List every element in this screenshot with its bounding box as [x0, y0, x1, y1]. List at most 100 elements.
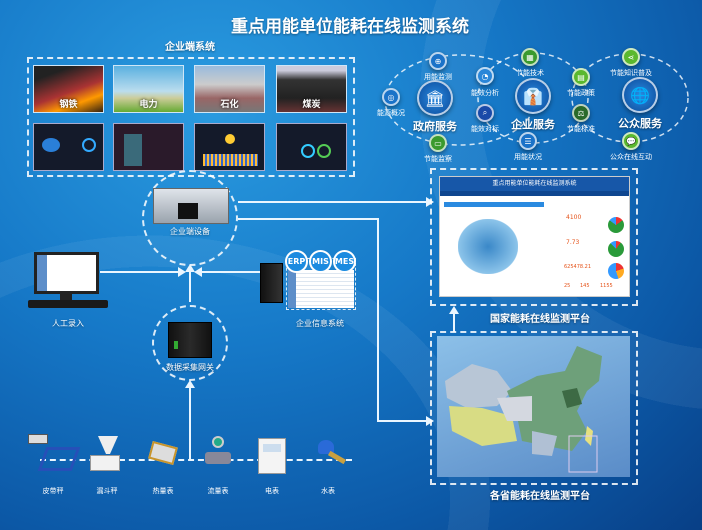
manual-input-label: 人工录入 — [52, 319, 84, 328]
industry-label: 电力 — [139, 100, 158, 110]
government-service-icon[interactable]: 🏛 — [417, 80, 453, 116]
keyboard-icon — [28, 300, 108, 308]
service-item-label: 节能监察 — [424, 155, 452, 163]
service-item-label: 节能技术 — [516, 69, 544, 77]
service-item-label: 用能状况 — [514, 153, 542, 161]
industry-label: 石化 — [220, 100, 239, 110]
connector-line — [377, 218, 379, 422]
gateway-label: 数据采集网关 — [166, 363, 214, 372]
provincial-platform-box — [430, 331, 638, 485]
arrow-up-icon — [449, 306, 459, 314]
energy-standard-icon[interactable]: ⚖ — [572, 104, 590, 122]
info-system-label: 企业信息系统 — [296, 319, 344, 328]
industry-petrochem-image: 石化 — [194, 65, 265, 113]
efficiency-benchmark-icon[interactable]: ⌕ — [476, 104, 494, 122]
service-item-label: 公众在线互动 — [610, 153, 652, 161]
connector-line — [238, 218, 379, 220]
connector-line — [238, 201, 428, 203]
industry-label: 煤炭 — [302, 100, 321, 110]
connector-line — [100, 271, 180, 273]
service-item-label: 节能标准 — [567, 125, 595, 133]
screen-title: 重点用能单位能耗在线监测系统 — [440, 177, 629, 191]
enterprise-device-image — [153, 188, 229, 224]
dashboard-screenshot — [113, 123, 184, 171]
national-platform-screenshot[interactable]: 重点用能单位能耗在线监测系统 4100 7.73 625478.21 25 14… — [439, 176, 630, 297]
service-item-label: 用能监测 — [424, 73, 452, 81]
public-service-icon[interactable]: 🌐 — [622, 77, 658, 113]
public-interaction-icon[interactable]: 💬 — [622, 132, 640, 150]
water-meter-icon — [318, 440, 334, 454]
enterprise-service-label: 企业服务 — [511, 118, 555, 131]
sensor-label: 水表 — [321, 487, 335, 495]
pie-chart — [608, 263, 624, 279]
electric-meter-icon — [258, 438, 286, 474]
connector-line — [377, 420, 428, 422]
device-label: 企业端设备 — [170, 227, 210, 236]
connector-line — [189, 384, 191, 460]
flow-meter-icon — [212, 436, 224, 448]
energy-policy-icon[interactable]: ▤ — [572, 68, 590, 86]
energy-inspection-icon[interactable]: ▭ — [429, 134, 447, 152]
national-platform-label: 国家能耗在线监测平台 — [490, 314, 590, 325]
arrow-right-icon — [178, 267, 186, 277]
sensor-bus-line — [40, 459, 352, 461]
sensor-label: 热量表 — [152, 487, 174, 495]
stat-value: 145 — [580, 283, 590, 289]
dashboard-screenshot — [276, 123, 347, 171]
stat-value: 1155 — [600, 283, 613, 289]
stat-value: 4100 — [566, 214, 582, 221]
connector-line — [189, 268, 191, 302]
province-map — [445, 346, 602, 473]
energy-tech-icon[interactable]: ▦ — [521, 48, 539, 66]
industry-coal-image: 煤炭 — [276, 65, 347, 113]
energy-knowledge-icon[interactable]: ⋖ — [622, 48, 640, 66]
energy-overview-icon[interactable]: ◎ — [382, 88, 400, 106]
water-meter-pipe — [327, 450, 347, 465]
dashboard-screenshot — [33, 123, 104, 171]
energy-monitoring-icon[interactable]: ⊕ — [429, 52, 447, 70]
efficiency-analysis-icon[interactable]: ◔ — [476, 67, 494, 85]
info-system-screenshot — [288, 270, 354, 308]
service-item-label: 能效对标 — [471, 125, 499, 133]
mis-badge: MIS — [309, 250, 332, 273]
page-title: 重点用能单位能耗在线监测系统 — [231, 17, 469, 37]
provincial-platform-label: 各省能耗在线监测平台 — [490, 491, 590, 502]
hopper-scale-icon — [98, 436, 118, 454]
sensor-label: 电表 — [265, 487, 279, 495]
erp-badge: ERP — [285, 250, 308, 273]
sensor-label: 皮带秤 — [42, 487, 64, 495]
arrow-up-icon — [185, 264, 195, 272]
gateway-device-image — [168, 322, 212, 358]
china-map-heat — [458, 219, 518, 274]
enterprise-service-icon[interactable]: 👔 — [515, 78, 551, 114]
server-tower-icon — [260, 263, 283, 303]
connector-line — [453, 308, 455, 332]
flow-meter-pipe — [205, 452, 231, 464]
energy-status-icon[interactable]: ☰ — [519, 132, 537, 150]
industry-power-image: 电力 — [113, 65, 184, 113]
service-item-label: 能源概况 — [377, 109, 405, 117]
connector-line — [200, 271, 260, 273]
public-service-label: 公众服务 — [618, 117, 662, 130]
service-item-label: 节能政策 — [567, 89, 595, 97]
pie-chart — [608, 241, 624, 257]
stat-value: 625478.21 — [564, 264, 592, 270]
enterprise-system-title: 企业端系统 — [165, 42, 215, 53]
arrow-left-icon — [194, 267, 202, 277]
sensor-label: 漏斗秤 — [96, 487, 118, 495]
arrow-up-icon — [185, 380, 195, 388]
dashboard-screenshot — [194, 123, 265, 171]
heat-meter-icon — [148, 440, 178, 466]
stat-value: 25 — [564, 283, 571, 289]
weighing-indicator-icon — [28, 434, 48, 444]
pie-chart — [608, 217, 624, 233]
government-service-label: 政府服务 — [413, 120, 457, 133]
sensor-label: 流量表 — [207, 487, 229, 495]
provincial-platform-screenshot[interactable] — [437, 336, 630, 477]
national-platform-box — [430, 168, 638, 306]
service-item-label: 能效分析 — [471, 89, 499, 97]
belt-scale-icon — [37, 447, 81, 471]
mes-badge: MES — [333, 250, 356, 273]
industry-steel-image: 钢铁 — [33, 65, 104, 113]
